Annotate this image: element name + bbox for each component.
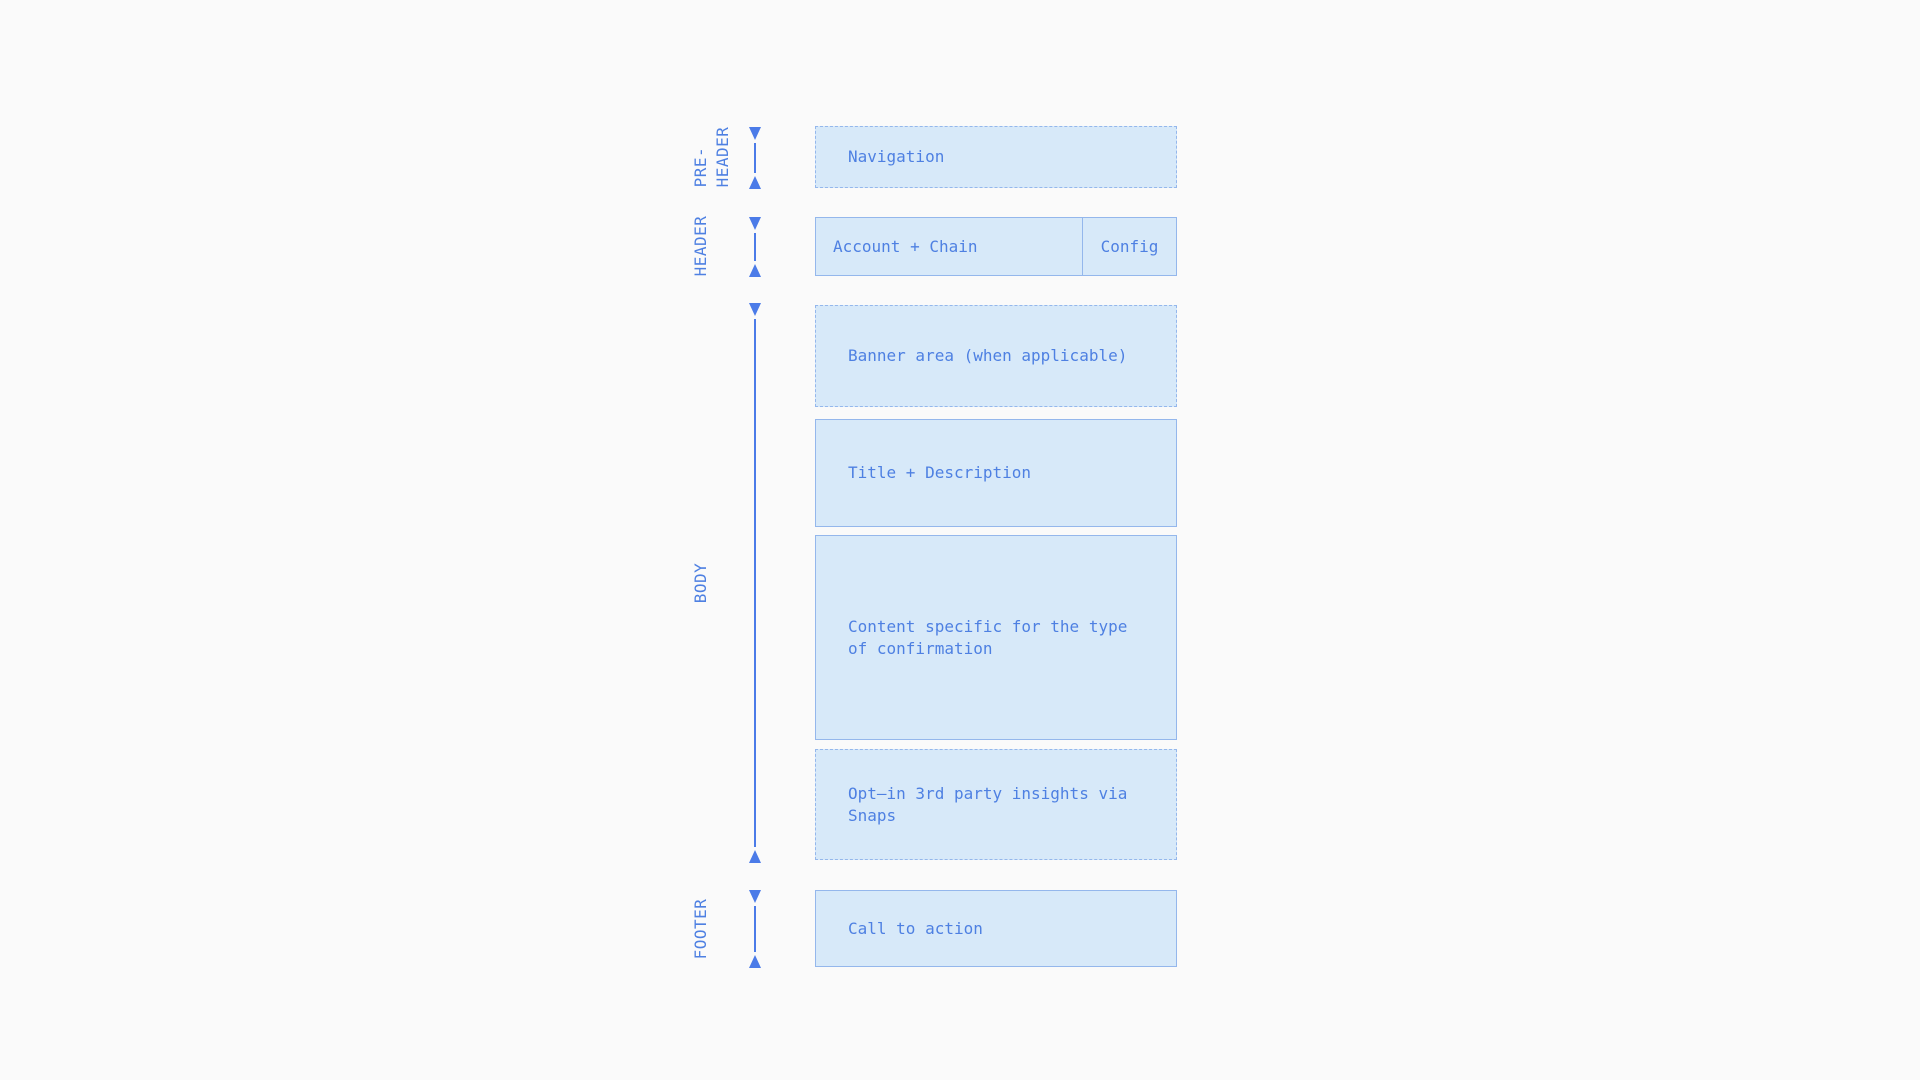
- wireframe-cell-account-chain: Account + Chain: [816, 218, 1082, 275]
- wireframe-box-label: Account + Chain: [833, 236, 978, 256]
- wireframe-box-label: Config: [1100, 236, 1159, 256]
- dimension-rule: [754, 233, 756, 261]
- wireframe-box-label: Banner area (when applicable): [848, 346, 1128, 365]
- arrow-up-icon: [749, 850, 761, 863]
- arrow-down-icon: [749, 303, 761, 316]
- wireframe-box-call-to-action: Call to action: [815, 890, 1177, 967]
- section-label-body: BODY: [691, 562, 710, 604]
- dimension-line-pre-header: [749, 127, 761, 189]
- wireframe-box-navigation: Navigation: [815, 126, 1177, 188]
- arrow-down-icon: [749, 127, 761, 140]
- wireframe-cell-config: Config: [1082, 218, 1176, 275]
- dimension-rule: [754, 319, 756, 847]
- wireframe-box-header: Account + Chain Config: [815, 217, 1177, 276]
- wireframe-box-label: Call to action: [848, 918, 983, 938]
- dimension-line-header: [749, 217, 761, 277]
- wireframe-box-label: Content specific for the type of confirm…: [848, 616, 1128, 658]
- wireframe-box-label: Opt–in 3rd party insights via Snaps: [848, 783, 1128, 825]
- section-label-header: HEADER: [691, 215, 710, 277]
- dimension-rule: [754, 906, 756, 952]
- arrow-down-icon: [749, 217, 761, 230]
- wireframe-box-banner: Banner area (when applicable): [815, 305, 1177, 407]
- dimension-line-footer: [749, 890, 761, 968]
- wireframe-box-label: Title + Description: [848, 463, 1032, 482]
- arrow-up-icon: [749, 955, 761, 968]
- arrow-up-icon: [749, 176, 761, 189]
- arrow-up-icon: [749, 264, 761, 277]
- dimension-rule: [754, 143, 756, 173]
- wireframe-box-title-description: Title + Description: [815, 419, 1177, 527]
- section-label-pre-header: PRE- HEADER: [691, 126, 732, 188]
- wireframe-box-opt-in-snaps: Opt–in 3rd party insights via Snaps: [815, 749, 1177, 860]
- dimension-line-body: [749, 303, 761, 863]
- section-label-footer: FOOTER: [691, 898, 710, 960]
- wireframe-box-label: Navigation: [848, 147, 945, 166]
- arrow-down-icon: [749, 890, 761, 903]
- wireframe-box-content: Content specific for the type of confirm…: [815, 535, 1177, 740]
